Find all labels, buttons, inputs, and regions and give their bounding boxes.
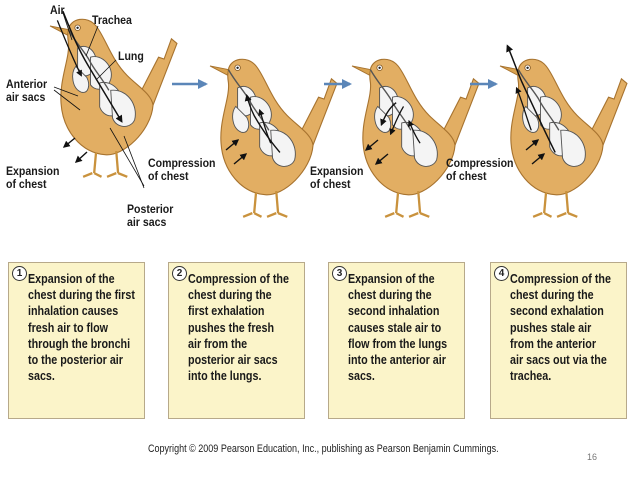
bird-stage-2 bbox=[208, 58, 339, 218]
label-posterior-air-sacs: Posterior air sacs bbox=[127, 202, 174, 229]
chest-compression-arrows-2 bbox=[525, 139, 546, 165]
step-text-4: Compression of the chest during the seco… bbox=[510, 272, 611, 384]
chest-expansion-arrows-1 bbox=[62, 137, 88, 163]
page-number: 16 bbox=[587, 452, 598, 462]
step-card-4: 4 Compression of the chest during the se… bbox=[490, 262, 627, 419]
step-number-4: 4 bbox=[494, 266, 509, 281]
step-card-3: 3 Expansion of the chest during the seco… bbox=[328, 262, 465, 419]
bird-stage-4 bbox=[498, 44, 629, 218]
label-anterior-air-sacs: Anterior air sacs bbox=[6, 77, 48, 104]
step-number-3: 3 bbox=[332, 266, 347, 281]
step-text-2: Compression of the chest during the firs… bbox=[188, 272, 289, 384]
bird-stage-3 bbox=[350, 58, 481, 218]
step-text-1: Expansion of the chest during the first … bbox=[28, 272, 135, 384]
label-compression-of-chest-1: Compression of chest bbox=[148, 156, 216, 183]
label-trachea: Trachea bbox=[92, 13, 132, 27]
label-expansion-of-chest-2: Expansion of chest bbox=[310, 164, 364, 191]
step-card-1: 1 Expansion of the chest during the firs… bbox=[8, 262, 145, 419]
step-number-2: 2 bbox=[172, 266, 187, 281]
step-number-1: 1 bbox=[12, 266, 27, 281]
label-lung: Lung bbox=[118, 49, 144, 63]
label-compression-of-chest-2: Compression of chest bbox=[446, 156, 514, 183]
copyright-notice: Copyright © 2009 Pearson Education, Inc.… bbox=[148, 443, 499, 455]
bird-stage-1 bbox=[48, 10, 179, 178]
label-expansion-of-chest-1: Expansion of chest bbox=[6, 164, 60, 191]
chest-compression-arrows-1 bbox=[225, 139, 248, 165]
label-air: Air bbox=[50, 3, 65, 17]
step-card-2: 2 Compression of the chest during the fi… bbox=[168, 262, 305, 419]
bird-illustrations bbox=[48, 10, 629, 218]
step-text-3: Expansion of the chest during the second… bbox=[348, 272, 448, 384]
chest-expansion-arrows-2 bbox=[364, 139, 389, 165]
